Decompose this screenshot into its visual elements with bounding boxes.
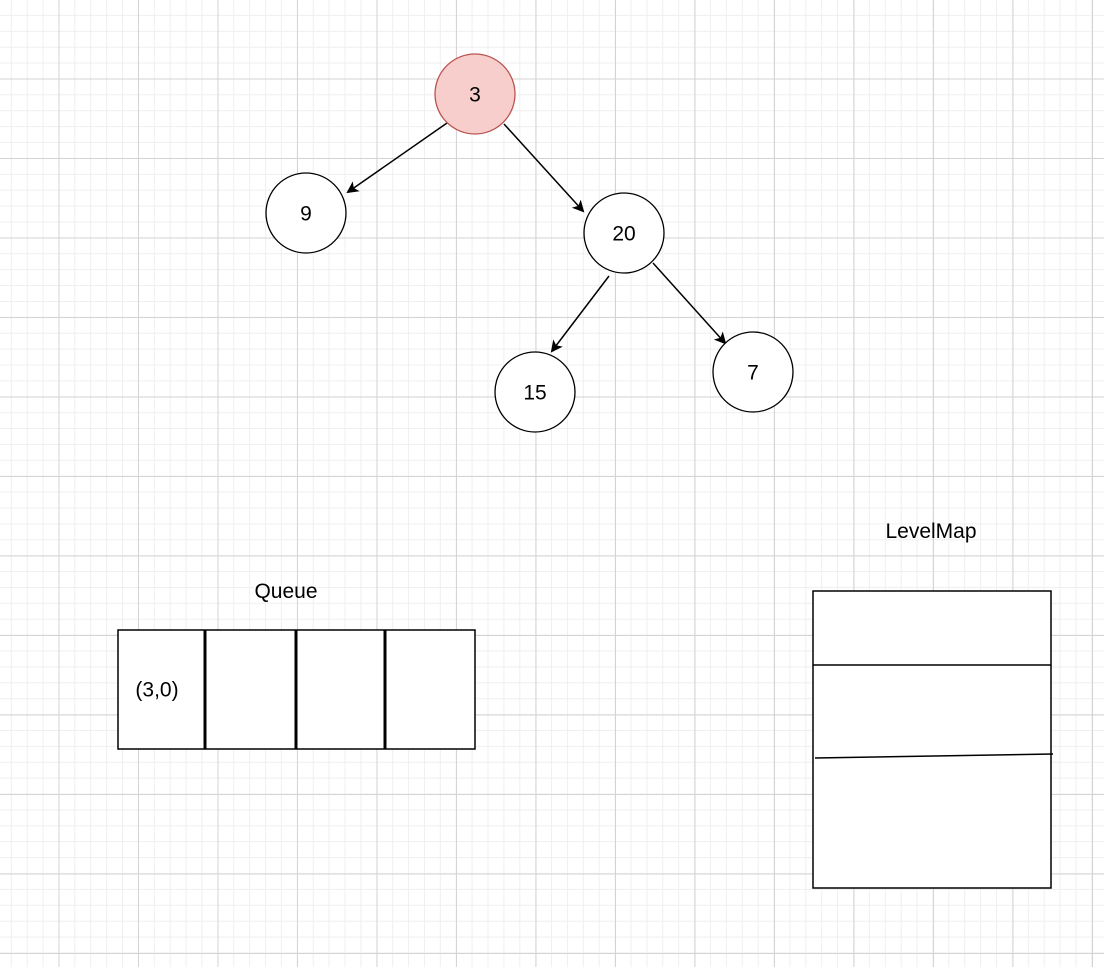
edge-3-to-20[interactable] bbox=[503, 123, 585, 213]
levelmap-box[interactable] bbox=[812, 590, 1054, 889]
edge-20-to-15[interactable] bbox=[550, 275, 610, 353]
tree-node-3-circle bbox=[434, 53, 516, 135]
queue-cell-1: (3,0) bbox=[135, 679, 178, 702]
tree-node-9[interactable]: 9 bbox=[265, 172, 347, 254]
tree-node-15[interactable]: 15 bbox=[494, 351, 576, 433]
edge-3-to-9[interactable] bbox=[346, 122, 448, 194]
queue-title: Queue bbox=[254, 580, 317, 603]
tree-node-20-circle bbox=[583, 192, 665, 274]
tree-node-15-circle bbox=[494, 351, 576, 433]
tree-node-7-label: 7 bbox=[747, 362, 759, 385]
tree-edges bbox=[346, 122, 727, 353]
levelmap-outline bbox=[812, 590, 1052, 889]
tree-node-3[interactable]: 3 bbox=[434, 53, 516, 135]
levelmap-title: LevelMap bbox=[885, 520, 976, 543]
edge-20-to-7[interactable] bbox=[652, 262, 727, 345]
levelmap-divider-2 bbox=[814, 753, 1054, 759]
tree-node-9-circle bbox=[265, 172, 347, 254]
tree-node-9-label: 9 bbox=[300, 203, 312, 226]
tree-node-20-label: 20 bbox=[612, 223, 635, 246]
tree-node-20[interactable]: 20 bbox=[583, 192, 665, 274]
queue-box[interactable]: (3,0) bbox=[117, 629, 476, 750]
tree-node-7[interactable]: 7 bbox=[712, 331, 794, 413]
tree-node-3-label: 3 bbox=[469, 84, 481, 107]
tree-node-15-label: 15 bbox=[523, 382, 546, 405]
tree-node-7-circle bbox=[712, 331, 794, 413]
